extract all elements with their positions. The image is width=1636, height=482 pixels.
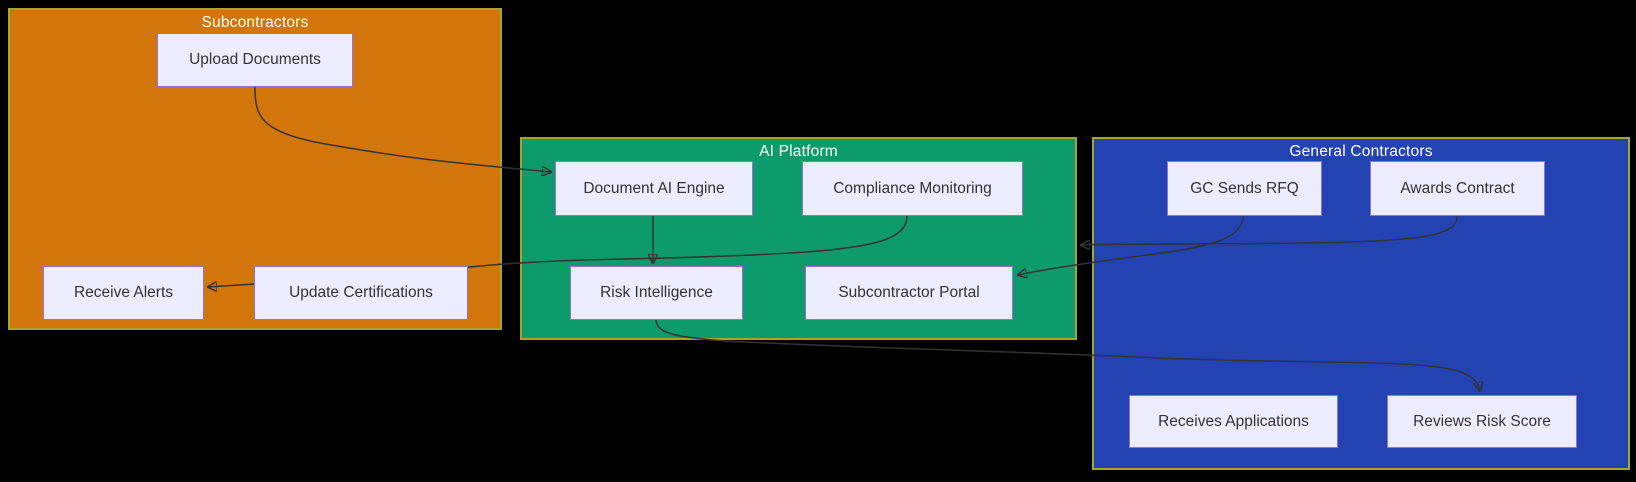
node-compliance-monitoring-label: Compliance Monitoring [833, 179, 992, 197]
node-gc-sends-rfq: GC Sends RFQ [1167, 161, 1322, 216]
node-upload-documents-label: Upload Documents [189, 51, 321, 68]
node-reviews-risk-score-label: Reviews Risk Score [1413, 412, 1551, 430]
node-risk-intelligence-label: Risk Intelligence [600, 284, 713, 301]
node-update-certifications: Update Certifications [254, 266, 468, 320]
node-awards-contract-label: Awards Contract [1400, 179, 1515, 197]
node-subcontractor-portal: Subcontractor Portal [805, 266, 1013, 320]
node-receives-applications: Receives Applications [1129, 395, 1338, 448]
node-upload-documents: Upload Documents [157, 33, 353, 87]
group-ai-platform-title: AI Platform [759, 143, 838, 160]
group-general-contractors-title: General Contractors [1289, 143, 1433, 160]
node-subcontractor-portal-label: Subcontractor Portal [838, 284, 980, 301]
node-document-ai-engine-label: Document AI Engine [583, 179, 725, 197]
node-risk-intelligence: Risk Intelligence [570, 266, 743, 320]
node-receives-applications-label: Receives Applications [1158, 412, 1309, 430]
node-awards-contract: Awards Contract [1370, 161, 1545, 216]
node-document-ai-engine: Document AI Engine [555, 161, 753, 216]
node-receive-alerts: Receive Alerts [43, 266, 204, 320]
node-reviews-risk-score: Reviews Risk Score [1387, 395, 1577, 448]
node-gc-sends-rfq-label: GC Sends RFQ [1190, 179, 1299, 197]
node-receive-alerts-label: Receive Alerts [73, 284, 174, 301]
group-subcontractors-title: Subcontractors [201, 14, 309, 31]
node-update-certifications-label: Update Certifications [289, 284, 433, 301]
node-compliance-monitoring: Compliance Monitoring [802, 161, 1023, 216]
